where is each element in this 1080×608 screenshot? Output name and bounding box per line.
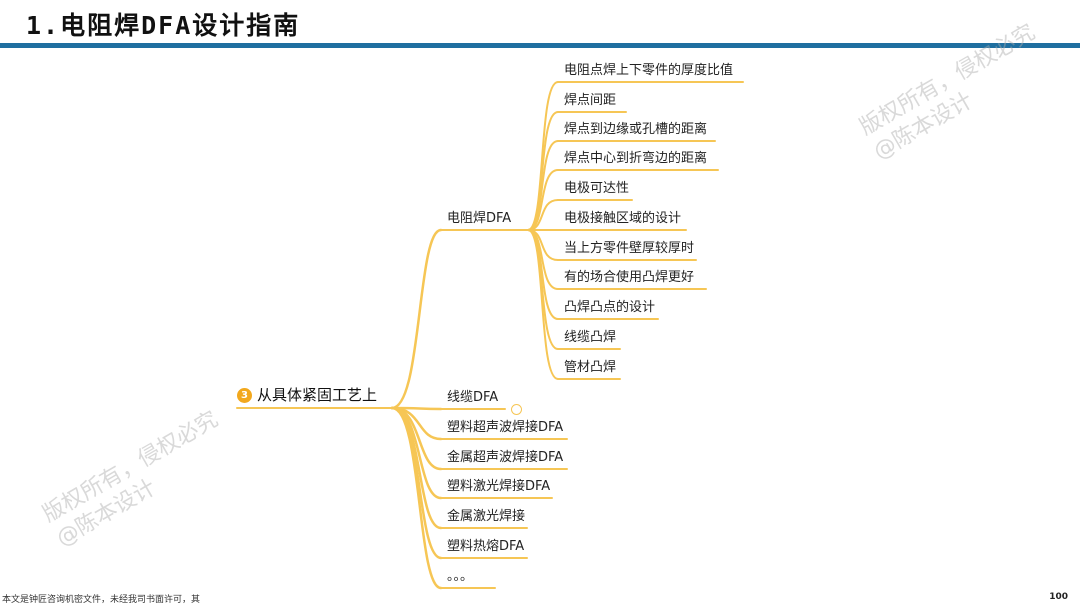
branch-node[interactable]: 电阻焊DFA: [447, 211, 512, 226]
title-underline: [0, 43, 1080, 48]
leaf-node[interactable]: 当上方零件壁厚较厚时: [564, 241, 695, 256]
leaf-node[interactable]: 有的场合使用凸焊更好: [564, 270, 695, 285]
branch-connector: [390, 406, 443, 590]
leaf-node[interactable]: 焊点中心到折弯边的距离: [564, 151, 708, 166]
branch-node[interactable]: 塑料激光焊接DFA: [447, 479, 551, 494]
collapse-toggle-icon[interactable]: [511, 404, 522, 415]
page-title: 1.电阻焊DFA设计指南: [26, 11, 301, 40]
branch-node[interactable]: 。。。: [447, 569, 474, 584]
leaf-node[interactable]: 焊点到边缘或孔槽的距离: [564, 122, 708, 137]
branch-node[interactable]: 金属超声波焊接DFA: [447, 450, 564, 465]
branch-node[interactable]: 塑料超声波焊接DFA: [447, 420, 564, 435]
leaf-node[interactable]: 凸焊凸点的设计: [564, 300, 656, 315]
leaf-node[interactable]: 管材凸焊: [564, 360, 617, 375]
branch-node[interactable]: 塑料热熔DFA: [447, 539, 525, 554]
leaf-node[interactable]: 电阻点焊上下零件的厚度比值: [564, 63, 734, 78]
leaf-node[interactable]: 电极接触区域的设计: [564, 211, 682, 226]
page-number: 100: [1049, 592, 1068, 602]
leaf-node[interactable]: 电极可达性: [564, 181, 630, 196]
leaf-connector: [527, 229, 559, 380]
root-label: 从具体紧固工艺上: [257, 386, 378, 404]
branch-node[interactable]: 线缆DFA: [447, 390, 499, 405]
footer-confidential-note: 本文是钟匠咨询机密文件，未经我司书面许可，其: [2, 595, 201, 605]
mindmap-root[interactable]: 3 从具体紧固工艺上: [237, 385, 377, 405]
leaf-node[interactable]: 焊点间距: [564, 93, 617, 108]
leaf-node[interactable]: 线缆凸焊: [564, 330, 617, 345]
branch-node[interactable]: 金属激光焊接: [447, 509, 526, 524]
branch-connector: [390, 228, 443, 410]
root-number-badge: 3: [237, 387, 252, 403]
